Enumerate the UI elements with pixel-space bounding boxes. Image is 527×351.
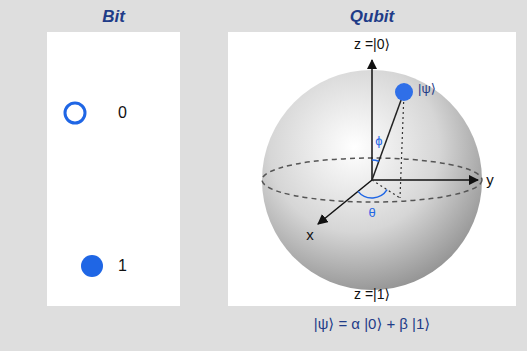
- state-label: 0: [118, 104, 127, 122]
- state-formula: |ψ⟩ = α |0⟩ + β |1⟩: [314, 316, 430, 333]
- bit-one-dot: [81, 255, 103, 277]
- y-axis: [372, 179, 478, 181]
- bit-panel: Bit: [47, 32, 180, 306]
- panel-title: Bit: [102, 7, 125, 27]
- axis-label: z =|0⟩: [354, 37, 390, 52]
- qubit-panel: Qubit: [228, 32, 516, 306]
- state-point: [395, 83, 413, 101]
- theta-arc: [358, 190, 387, 198]
- projection-line: [372, 180, 400, 198]
- axis-label: z =|1⟩: [354, 287, 390, 302]
- angle-label: θ: [368, 206, 375, 220]
- qubit-panel: [228, 32, 516, 306]
- angle-label: ϕ: [375, 134, 382, 148]
- axis-label: x: [306, 227, 314, 244]
- phi-arc: [372, 160, 379, 161]
- bit-panel: [47, 32, 180, 306]
- panel-title: Qubit: [350, 7, 394, 27]
- state-vector: [372, 92, 404, 180]
- state-label: 1: [118, 257, 127, 275]
- axis-label: y: [486, 172, 494, 189]
- bit-zero-circle: [65, 103, 85, 123]
- state-label: |ψ⟩: [418, 82, 436, 96]
- x-axis: [318, 180, 372, 224]
- z-axis: [371, 60, 373, 180]
- projection-line: [400, 92, 404, 198]
